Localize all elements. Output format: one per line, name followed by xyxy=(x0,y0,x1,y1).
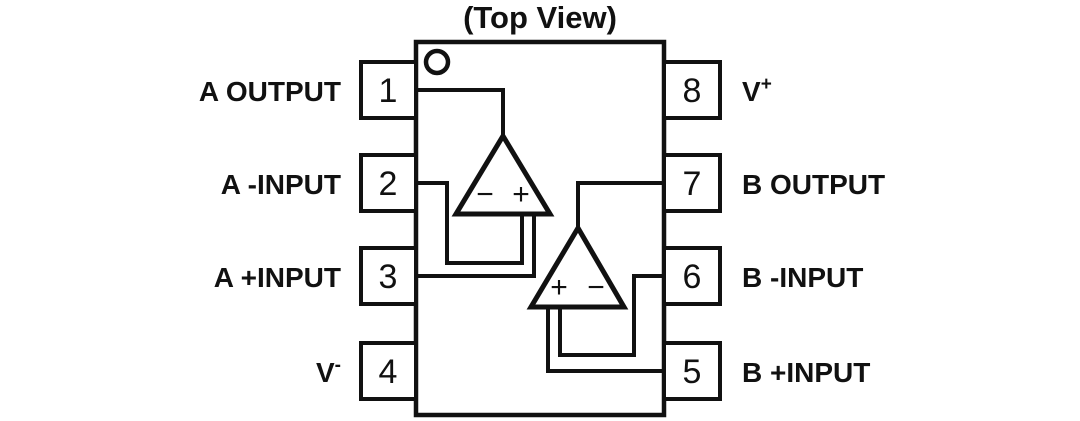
pin-number-8: 8 xyxy=(683,72,702,110)
pin-number-3: 3 xyxy=(379,258,398,296)
pin-label-6-text: B -INPUT xyxy=(742,262,863,293)
pin-1-notch-icon xyxy=(423,48,451,76)
pin-label-6: B -INPUT xyxy=(742,262,863,293)
pin-label-1-text: A OUTPUT xyxy=(199,76,341,107)
pin-number-1: 1 xyxy=(379,72,398,110)
pin-label-3: A +INPUT xyxy=(214,262,341,293)
pin-label-5: B +INPUT xyxy=(742,357,870,388)
wire-pin2-to-amp-a-inverting xyxy=(416,181,524,265)
pin-label-4: V- xyxy=(316,355,341,388)
pin-number-2: 2 xyxy=(379,165,398,203)
pin-label-3-text: A +INPUT xyxy=(214,262,341,293)
pin-number-5: 5 xyxy=(683,353,702,391)
pin-label-2-text: A -INPUT xyxy=(221,169,341,200)
wire-pin6-to-amp-b-inverting xyxy=(558,274,664,357)
amplifier-a-triangle xyxy=(451,131,555,217)
pin-label-8-text: V xyxy=(742,76,761,107)
pin-box-8[interactable] xyxy=(662,60,722,120)
amplifier-b-triangle xyxy=(526,223,629,310)
pin-number-7: 7 xyxy=(683,165,702,203)
wire-pin7-to-amp-b-output xyxy=(576,181,664,228)
view-title: (Top View) xyxy=(463,0,617,35)
pin-label-7-text: B OUTPUT xyxy=(742,169,885,200)
wire-pin3-to-amp-a-noninverting xyxy=(416,214,536,278)
amplifier-b-inverting-symbol: − xyxy=(587,271,605,304)
pin-label-1: A OUTPUT xyxy=(199,76,341,107)
pin-box-3[interactable] xyxy=(359,246,418,306)
pin-label-2: A -INPUT xyxy=(221,169,341,200)
wire-pin1-to-amp-a-output xyxy=(416,88,505,136)
pin-label-4-text: V xyxy=(316,357,335,388)
pin-label-8-sup: + xyxy=(761,74,772,95)
ic-package-body xyxy=(413,39,667,418)
amplifier-b-noninverting-symbol: + xyxy=(550,271,568,304)
pin-box-4[interactable] xyxy=(359,341,418,401)
pin-label-5-text: B +INPUT xyxy=(742,357,870,388)
amplifier-a-noninverting-symbol: + xyxy=(512,178,530,211)
pin-label-8: V+ xyxy=(742,74,772,107)
pin-number-6: 6 xyxy=(683,258,702,296)
pin-label-7: B OUTPUT xyxy=(742,169,885,200)
wire-pin5-to-amp-b-noninverting xyxy=(546,307,664,373)
amplifier-a-inverting-symbol: − xyxy=(476,178,494,211)
pin-box-2[interactable] xyxy=(359,153,418,213)
pin-box-6[interactable] xyxy=(662,246,722,306)
pin-box-1[interactable] xyxy=(359,60,418,120)
pin-label-4-sup: - xyxy=(335,355,341,376)
pin-number-4: 4 xyxy=(379,353,398,391)
